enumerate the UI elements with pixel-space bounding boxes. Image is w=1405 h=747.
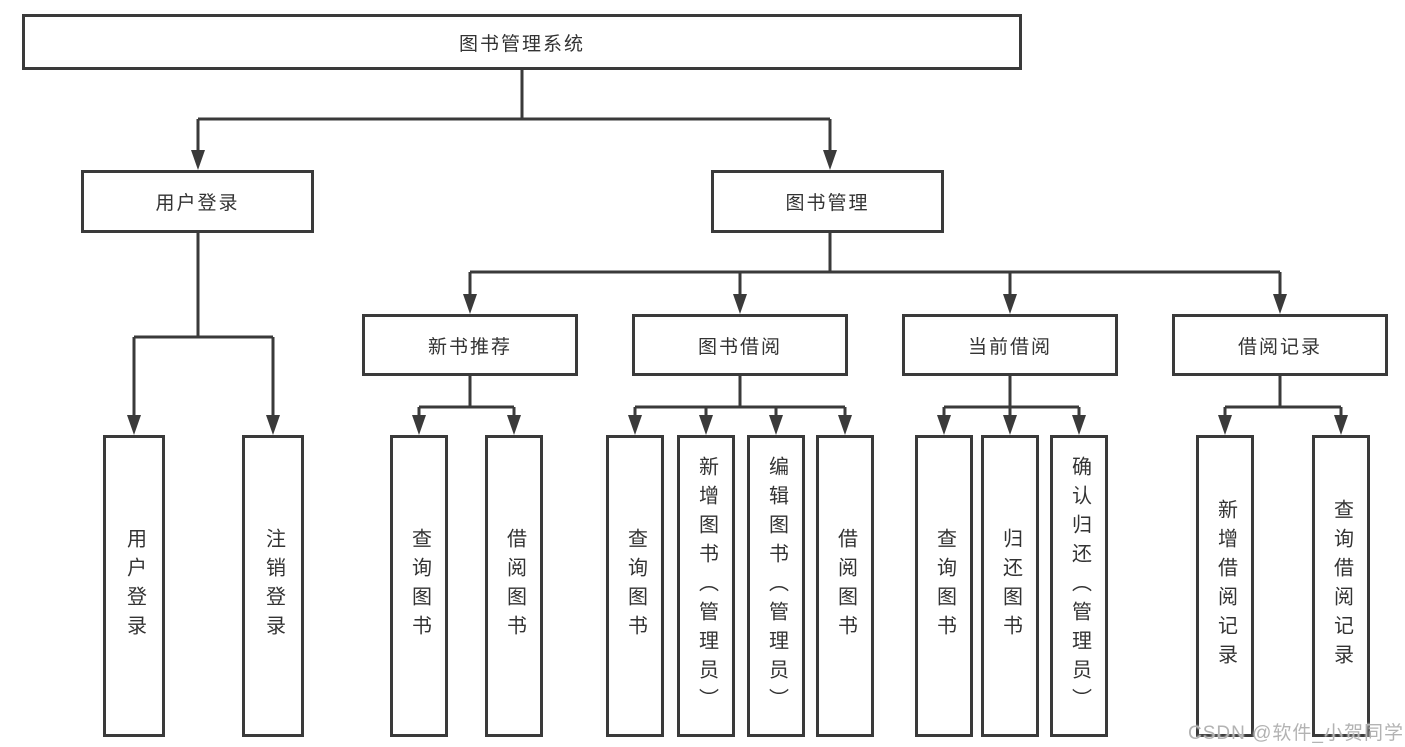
leaf-current-query-books-label: 查询图书 bbox=[933, 528, 956, 644]
leaf-recommend-query-books: 查询图书 bbox=[390, 435, 448, 737]
csdn-watermark: CSDN @软件_小贺同学 bbox=[1188, 723, 1404, 744]
node-book-borrow-label: 图书借阅 bbox=[697, 336, 782, 358]
node-current-borrow: 当前借阅 bbox=[902, 314, 1118, 376]
node-new-book-recommend: 新书推荐 bbox=[362, 314, 578, 376]
node-borrow-records: 借阅记录 bbox=[1172, 314, 1388, 376]
node-root-label: 图书管理系统 bbox=[458, 33, 585, 55]
leaf-query-borrow-record: 查询借阅记录 bbox=[1312, 435, 1370, 737]
leaf-user-login-label: 用户登录 bbox=[123, 528, 146, 644]
leaf-query-borrow-record-label: 查询借阅记录 bbox=[1330, 499, 1353, 673]
node-book-borrow: 图书借阅 bbox=[632, 314, 848, 376]
node-user-login: 用户登录 bbox=[81, 170, 314, 233]
leaf-logout: 注销登录 bbox=[242, 435, 304, 737]
leaf-borrow-query-books-label: 查询图书 bbox=[624, 528, 647, 644]
leaf-recommend-borrow-books: 借阅图书 bbox=[485, 435, 543, 737]
node-root-system: 图书管理系统 bbox=[22, 14, 1022, 70]
leaf-add-books-admin-label: 新增图书（管理员） bbox=[695, 455, 718, 717]
leaf-confirm-return-admin-label: 确认归还（管理员） bbox=[1068, 455, 1091, 717]
node-user-login-label: 用户登录 bbox=[155, 193, 240, 214]
node-borrow-records-label: 借阅记录 bbox=[1237, 336, 1322, 358]
leaf-add-books-admin: 新增图书（管理员） bbox=[677, 435, 735, 737]
leaf-add-borrow-record: 新增借阅记录 bbox=[1196, 435, 1254, 737]
leaf-edit-books-admin: 编辑图书（管理员） bbox=[747, 435, 805, 737]
arrowhead-icons bbox=[127, 150, 1348, 435]
leaf-recommend-borrow-books-label: 借阅图书 bbox=[503, 528, 526, 644]
leaf-recommend-query-books-label: 查询图书 bbox=[408, 528, 431, 644]
leaf-return-books: 归还图书 bbox=[981, 435, 1039, 737]
leaf-logout-label: 注销登录 bbox=[262, 528, 285, 644]
node-new-book-recommend-label: 新书推荐 bbox=[427, 336, 512, 358]
leaf-return-books-label: 归还图书 bbox=[999, 528, 1022, 644]
leaf-borrow-books: 借阅图书 bbox=[816, 435, 874, 737]
leaf-add-borrow-record-label: 新增借阅记录 bbox=[1214, 499, 1237, 673]
node-book-management: 图书管理 bbox=[711, 170, 944, 233]
leaf-edit-books-admin-label: 编辑图书（管理员） bbox=[765, 455, 788, 717]
node-book-management-label: 图书管理 bbox=[785, 193, 870, 214]
leaf-borrow-books-label: 借阅图书 bbox=[834, 528, 857, 644]
leaf-borrow-query-books: 查询图书 bbox=[606, 435, 664, 737]
leaf-current-query-books: 查询图书 bbox=[915, 435, 973, 737]
leaf-confirm-return-admin: 确认归还（管理员） bbox=[1050, 435, 1108, 737]
node-current-borrow-label: 当前借阅 bbox=[967, 336, 1052, 358]
leaf-user-login: 用户登录 bbox=[103, 435, 165, 737]
